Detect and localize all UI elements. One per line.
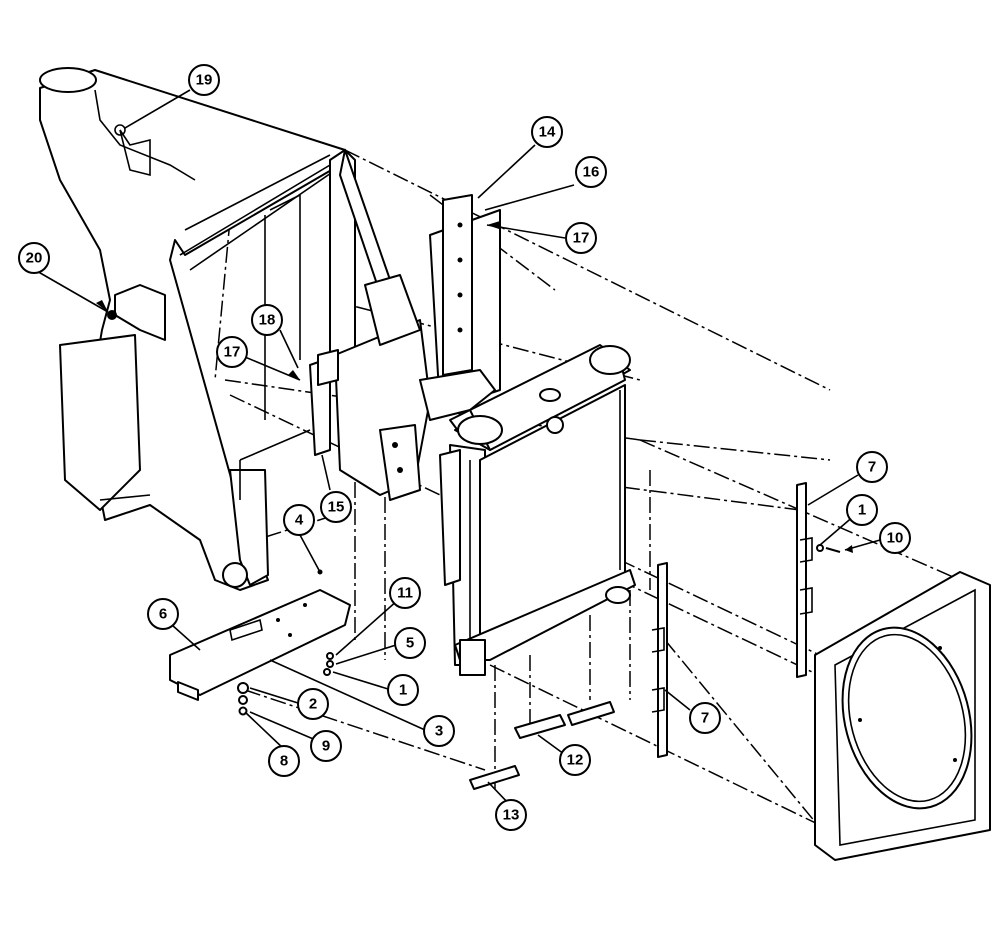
- leader-lines: [34, 89, 881, 806]
- callout-3-label: 3: [435, 723, 443, 740]
- callout-7-upper: 7: [856, 451, 888, 483]
- callout-1-upper: 1: [846, 494, 878, 526]
- callout-4: 4: [283, 504, 315, 536]
- callout-19-label: 19: [196, 72, 213, 89]
- callout-8: 8: [268, 745, 300, 777]
- callout-13-label: 13: [503, 807, 520, 824]
- callout-11-label: 11: [397, 585, 413, 602]
- callout-9-label: 9: [322, 738, 330, 755]
- callout-10-label: 10: [887, 530, 904, 547]
- callout-19: 19: [188, 64, 220, 96]
- callout-10: 10: [879, 522, 911, 554]
- callout-12: 12: [559, 744, 591, 776]
- callout-17-lower: 17: [216, 336, 248, 368]
- callout-16-label: 16: [583, 164, 600, 181]
- part-15-latch: [239, 349, 339, 500]
- part-7-strip-upper: [796, 482, 813, 678]
- callout-20-label: 20: [26, 250, 43, 267]
- callout-6-label: 6: [159, 606, 167, 623]
- hardware-items: [237, 544, 841, 716]
- callout-1-lower-label: 1: [399, 682, 407, 699]
- callout-20: 20: [18, 242, 50, 274]
- callout-17-upper: 17: [565, 222, 597, 254]
- callout-16: 16: [575, 156, 607, 188]
- callout-15-label: 15: [328, 499, 345, 516]
- callout-7-upper-label: 7: [868, 459, 876, 476]
- callout-14-label: 14: [539, 124, 556, 141]
- callout-5: 5: [394, 627, 426, 659]
- leader-arrowheads: [96, 221, 853, 553]
- callout-7-lower: 7: [689, 702, 721, 734]
- shims: [469, 701, 615, 790]
- callout-8-label: 8: [280, 753, 288, 770]
- callout-18: 18: [251, 304, 283, 336]
- part-6-plate: [169, 589, 351, 701]
- callout-18-label: 18: [259, 312, 276, 329]
- callout-17-upper-label: 17: [573, 230, 590, 247]
- radiator: [439, 344, 636, 676]
- callout-15: 15: [320, 491, 352, 523]
- callout-7-lower-label: 7: [701, 710, 709, 727]
- fan-shroud: [814, 571, 991, 861]
- callout-5-label: 5: [406, 635, 414, 652]
- callout-4-label: 4: [295, 512, 304, 529]
- main-frame: [39, 67, 352, 591]
- callout-6: 6: [147, 598, 179, 630]
- callout-3: 3: [423, 715, 455, 747]
- callout-1-lower: 1: [387, 674, 419, 706]
- callout-17-lower-label: 17: [224, 344, 241, 361]
- part-7-strip-lower: [651, 562, 668, 758]
- callout-2: 2: [297, 688, 329, 720]
- callout-14: 14: [531, 116, 563, 148]
- part-14-strip: [442, 194, 473, 376]
- callout-12-label: 12: [567, 752, 584, 769]
- callout-13: 13: [495, 799, 527, 831]
- callout-11: 11: [389, 577, 421, 609]
- callout-2-label: 2: [309, 696, 317, 713]
- callout-9: 9: [310, 730, 342, 762]
- callout-1-upper-label: 1: [858, 502, 866, 519]
